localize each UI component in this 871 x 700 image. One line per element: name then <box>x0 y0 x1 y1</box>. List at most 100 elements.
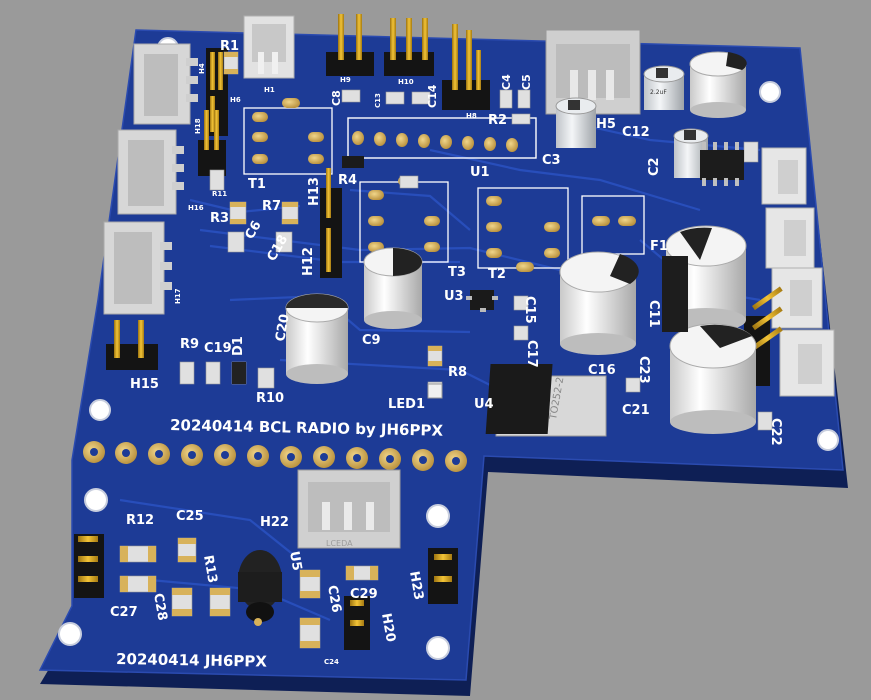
cap-c12: 2.2uF <box>643 65 685 110</box>
mounting-hole <box>426 504 450 528</box>
label-r8: R8 <box>448 365 467 380</box>
label-c14: C14 <box>426 84 439 108</box>
resistor-r4 <box>342 156 364 168</box>
label-c24: C24 <box>324 658 339 666</box>
label-c17: C17 <box>524 340 539 368</box>
left-connectors <box>103 43 198 315</box>
label-r10: R10 <box>256 391 284 406</box>
label-h20: H20 <box>378 612 398 643</box>
label-r13: R13 <box>200 554 220 584</box>
label-h15: H15 <box>130 377 159 392</box>
label-c5: C5 <box>520 74 533 90</box>
label-led1: LED1 <box>388 397 425 412</box>
label-u3: U3 <box>444 289 464 304</box>
label-c22: C22 <box>768 418 783 446</box>
cap-top-right <box>689 51 747 118</box>
label-u1: U1 <box>470 165 490 180</box>
label-c27: C27 <box>110 605 138 620</box>
header-right <box>744 286 783 386</box>
connector-h17 <box>103 221 172 315</box>
label-c26: C26 <box>324 584 344 614</box>
ic-soic8 <box>700 142 744 186</box>
transformer-pads <box>252 98 636 272</box>
label-h6: H6 <box>230 96 241 104</box>
label-h16: H16 <box>188 204 204 212</box>
mounting-hole <box>58 622 82 646</box>
label-r7: R7 <box>262 199 281 214</box>
label-c28: C28 <box>150 592 170 622</box>
label-h8: H8 <box>466 112 477 120</box>
u1-pads <box>347 117 537 159</box>
ic-u5 <box>238 550 282 626</box>
board-title-main: 20240414 BCL RADIO by JH6PPX <box>170 416 444 440</box>
label-u4: U4 <box>474 397 494 412</box>
header-h8 <box>442 24 490 110</box>
diode-d1 <box>232 362 246 384</box>
connector-h1 <box>243 15 295 79</box>
ics: TO252-2 <box>238 142 744 626</box>
label-c15: C15 <box>522 296 537 324</box>
connector-h18 <box>117 129 184 215</box>
small-capacitors: 2.2uF <box>555 65 709 178</box>
header-h11 <box>74 534 104 598</box>
cap-c16 <box>559 251 639 355</box>
label-c3: C3 <box>542 153 561 168</box>
label-t1: T1 <box>248 177 266 192</box>
label-h9: H9 <box>340 76 351 84</box>
label-h18: H18 <box>194 118 202 134</box>
connector-h4 <box>133 43 198 125</box>
label-h13: H13 <box>307 177 322 206</box>
silkscreen-labels: R1 H6 H9 H10 H8 C8 C13 C14 C4 C5 R2 H5 C… <box>110 39 783 666</box>
label-r4: R4 <box>338 173 357 188</box>
cap-c20 <box>285 293 349 384</box>
label-c12: C12 <box>622 125 650 140</box>
mounting-hole <box>426 636 450 660</box>
label-c23: C23 <box>636 356 651 384</box>
label-c8a: C8 <box>330 90 343 106</box>
label-h12: H12 <box>301 247 316 276</box>
label-c2: C2 <box>647 157 662 176</box>
header-h6 <box>206 48 228 136</box>
label-r12: R12 <box>126 513 154 528</box>
label-f1: F1 <box>650 239 668 254</box>
label-c4: C4 <box>500 74 513 90</box>
ic-u3 <box>466 290 498 312</box>
right-connectors <box>761 147 835 397</box>
label-h10: H10 <box>398 78 414 86</box>
ic-f1 <box>662 256 688 332</box>
label-c29: C29 <box>350 587 378 602</box>
mounting-hole <box>817 429 839 451</box>
label-h22: H22 <box>260 515 289 530</box>
cap-c23 <box>669 323 757 434</box>
label-c19: C19 <box>204 341 232 356</box>
connector-marking: LCEDA <box>326 539 353 548</box>
header-h23 <box>428 548 458 604</box>
label-r11: R11 <box>212 190 227 198</box>
label-r2: R2 <box>488 113 507 128</box>
label-h17: H17 <box>174 288 182 304</box>
pad-row <box>83 441 467 472</box>
label-c20: C20 <box>273 313 293 343</box>
label-h5: H5 <box>596 117 616 132</box>
header-h10 <box>384 18 434 76</box>
label-d1: D1 <box>231 336 246 356</box>
board-title-sub: 20240414 JH6PPX <box>116 650 268 671</box>
label-u5: U5 <box>286 550 304 572</box>
label-t2: T2 <box>488 267 506 282</box>
label-c25: C25 <box>176 509 204 524</box>
cap-c9 <box>363 247 423 329</box>
label-c11: C11 <box>646 300 661 328</box>
mounting-hole <box>759 81 781 103</box>
cap-c3 <box>555 97 597 148</box>
label-r3: R3 <box>210 211 229 226</box>
smd-parts <box>119 51 773 649</box>
label-c21: C21 <box>622 403 650 418</box>
mounting-hole <box>89 399 111 421</box>
connector-h22: LCEDA <box>297 469 401 549</box>
header-h13 <box>320 168 342 278</box>
label-c13: C13 <box>374 93 382 108</box>
label-h23: H23 <box>406 570 426 601</box>
led-led1 <box>427 383 443 399</box>
cap-marking: 2.2uF <box>650 89 667 96</box>
